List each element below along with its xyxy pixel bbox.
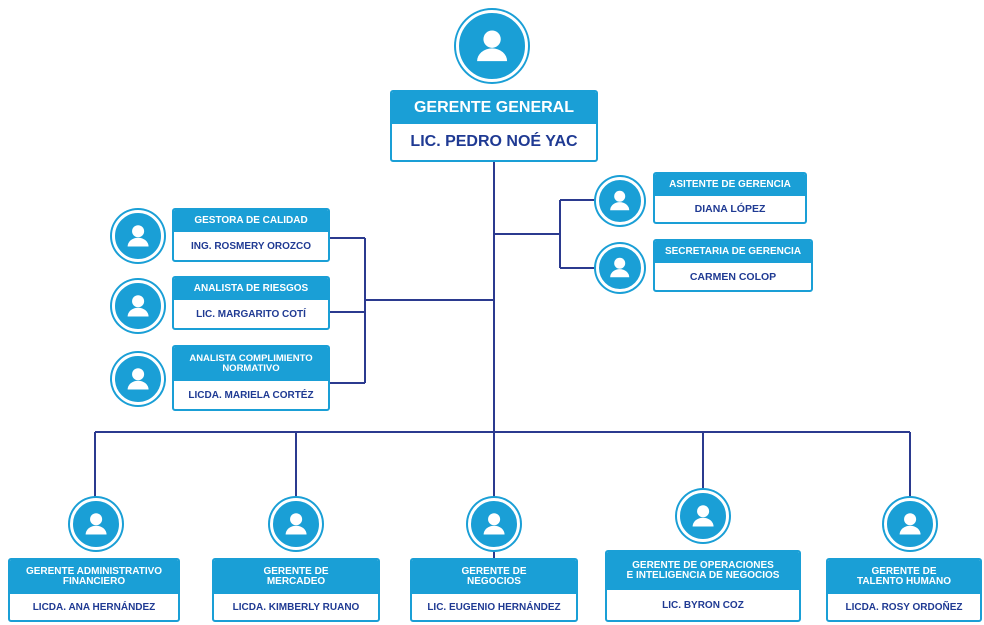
risk-card[interactable]: ANALISTA DE RIESGOS LIC. MARGARITO COTÍ [172, 276, 330, 330]
card-title: SECRETARIA DE GERENCIA [655, 241, 811, 263]
card-person-name: LIC. BYRON COZ [662, 599, 744, 611]
card-title: ANALISTA COMPLIMIENTO NORMATIVO [174, 347, 328, 381]
user-avatar-icon [127, 225, 149, 247]
user-avatar-icon [476, 30, 508, 62]
secretary-card[interactable]: SECRETARIA DE GERENCIA CARMEN COLOP [653, 239, 813, 292]
quality-card[interactable]: GESTORA DE CALIDAD ING. ROSMERY OROZCO [172, 208, 330, 262]
card-person-name: DIANA LÓPEZ [694, 203, 766, 215]
user-avatar-icon [85, 513, 107, 535]
card-title: GERENTE DE TALENTO HUMANO [828, 560, 980, 594]
card-person-name: LIC. MARGARITO COTÍ [196, 308, 306, 320]
marketing-manager-card[interactable]: GERENTE DE MERCADEO LICDA. KIMBERLY RUAN… [212, 558, 380, 622]
user-avatar-icon [610, 258, 630, 278]
business-avatar [468, 498, 520, 550]
secretary-avatar [596, 244, 644, 292]
quality-avatar [112, 210, 164, 262]
user-avatar-icon [692, 505, 714, 527]
card-title: GERENTE DE OPERACIONES E INTELIGENCIA DE… [607, 552, 799, 590]
compliance-avatar [112, 353, 164, 405]
user-avatar-icon [483, 513, 505, 535]
card-title: ANALISTA DE RIESGOS [174, 278, 328, 300]
user-avatar-icon [285, 513, 307, 535]
assistant-card[interactable]: ASITENTE DE GERENCIA DIANA LÓPEZ [653, 172, 807, 224]
admin-finance-avatar [70, 498, 122, 550]
user-avatar-icon [610, 191, 630, 211]
card-title: GERENTE DE NEGOCIOS [412, 560, 576, 594]
card-person-name: LIC. EUGENIO HERNÁNDEZ [427, 601, 561, 613]
business-manager-card[interactable]: GERENTE DE NEGOCIOS LIC. EUGENIO HERNÁND… [410, 558, 578, 622]
admin-finance-manager-card[interactable]: GERENTE ADMINISTRATIVO FINANCIERO LICDA.… [8, 558, 180, 622]
card-person-name: CARMEN COLOP [689, 270, 777, 283]
operations-manager-card[interactable]: GERENTE DE OPERACIONES E INTELIGENCIA DE… [605, 550, 801, 622]
card-title: GESTORA DE CALIDAD [174, 210, 328, 232]
card-person-name: LICDA. MARIELA CORTÉZ [188, 389, 314, 401]
card-title: ASITENTE DE GERENCIA [655, 174, 805, 196]
user-avatar-icon [899, 513, 921, 535]
user-avatar-icon [127, 368, 149, 390]
talent-avatar [884, 498, 936, 550]
general-avatar [456, 10, 528, 82]
talent-manager-card[interactable]: GERENTE DE TALENTO HUMANO LICDA. ROSY OR… [826, 558, 982, 622]
card-person-name: LICDA. ROSY ORDOÑEZ [845, 601, 963, 613]
card-title: GERENTE GENERAL [392, 92, 596, 124]
card-person-name: ING. ROSMERY OROZCO [190, 240, 311, 252]
card-person-name: LICDA. ANA HERNÁNDEZ [32, 601, 156, 613]
card-title: GERENTE ADMINISTRATIVO FINANCIERO [10, 560, 178, 594]
marketing-avatar [270, 498, 322, 550]
card-person-name: LIC. PEDRO NOÉ YAC [410, 133, 578, 150]
card-person-name: LICDA. KIMBERLY RUANO [232, 601, 360, 613]
general-manager-card[interactable]: GERENTE GENERAL LIC. PEDRO NOÉ YAC [390, 90, 598, 162]
assistant-avatar [596, 177, 644, 225]
risk-avatar [112, 280, 164, 332]
compliance-card[interactable]: ANALISTA COMPLIMIENTO NORMATIVO LICDA. M… [172, 345, 330, 411]
card-title: GERENTE DE MERCADEO [214, 560, 378, 594]
operations-avatar [677, 490, 729, 542]
user-avatar-icon [127, 295, 149, 317]
